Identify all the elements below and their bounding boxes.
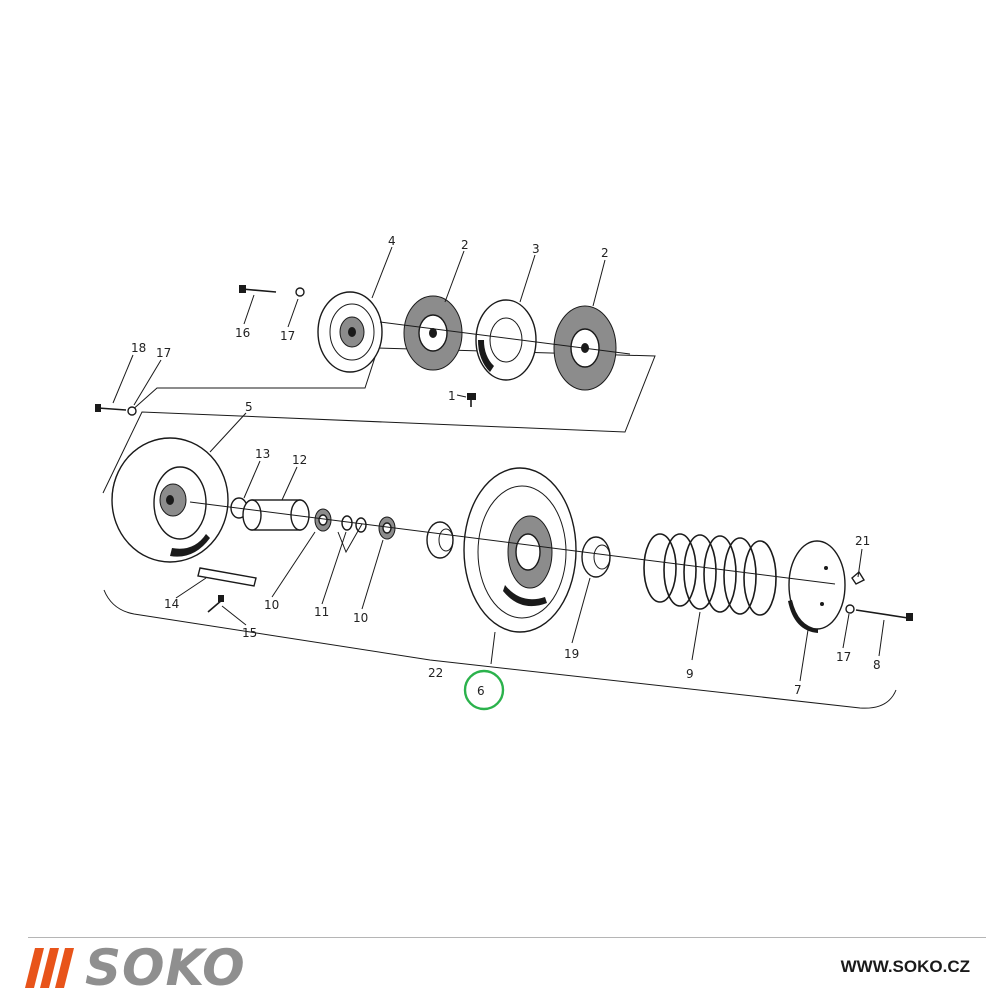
label-part-19: 19 [564, 647, 579, 661]
exploded-parts-diagram: 4 2 3 2 16 17 1 18 17 5 13 12 14 15 10 1… [95, 234, 913, 711]
label-part-4: 4 [388, 234, 396, 248]
part-17-washer-right [845, 604, 855, 614]
label-part-9: 9 [686, 667, 694, 681]
part-16-bolt [239, 285, 277, 293]
label-part-13: 13 [255, 447, 270, 461]
part-2-clutch-disc [403, 295, 463, 371]
part-17-washer-left [127, 406, 137, 416]
label-part-18: 18 [131, 341, 146, 355]
part-14-key [197, 567, 257, 587]
label-part-3: 3 [532, 242, 540, 256]
footer-divider [28, 937, 986, 938]
part-18-bolt [95, 404, 127, 412]
label-part-21: 21 [855, 534, 870, 548]
label-part-17-left: 17 [156, 346, 171, 360]
label-part-5: 5 [245, 400, 253, 414]
part-split-collar [426, 521, 454, 559]
part-12-bushing [242, 499, 310, 531]
part-4-pressure-plate [317, 291, 383, 373]
label-part-22: 22 [428, 666, 443, 680]
part-11-circlip-a [341, 515, 353, 531]
label-part-17: 17 [280, 329, 295, 343]
part-1-pin [467, 393, 476, 407]
label-part-2: 2 [461, 238, 469, 252]
part-3-intermediate-plate [475, 299, 537, 381]
part-10-bearing [314, 508, 332, 532]
logo-stripes-icon [25, 948, 74, 988]
label-part-12: 12 [292, 453, 307, 467]
soko-logo[interactable]: SOKO [25, 939, 246, 997]
part-9-spring [643, 533, 777, 616]
logo-stripe [55, 948, 74, 988]
label-part-10-second: 10 [353, 611, 368, 625]
label-part-7: 7 [794, 683, 802, 697]
label-part-10: 10 [264, 598, 279, 612]
label-part-17-right: 17 [836, 650, 851, 664]
label-part-11: 11 [314, 605, 329, 619]
group-brace-22 [103, 589, 897, 709]
part-21-grease-nipple [851, 570, 866, 585]
part-8-long-bolt [855, 609, 913, 621]
label-part-14: 14 [164, 597, 179, 611]
part-15-screw [207, 595, 224, 613]
label-part-1: 1 [448, 389, 456, 403]
website-link[interactable]: WWW.SOKO.CZ [840, 957, 970, 976]
brand-name: SOKO [85, 939, 246, 997]
part-10-bearing-second [378, 516, 396, 540]
label-part-6: 6 [477, 684, 485, 698]
label-part-8: 8 [873, 658, 881, 672]
leader-lines [112, 246, 885, 682]
part-6-movable-pulley-disc [463, 467, 577, 633]
part-17-washer [295, 287, 305, 297]
part-7-cover-plate [788, 540, 846, 633]
label-part-15: 15 [242, 626, 257, 640]
part-19-collar [581, 536, 611, 578]
label-part-16: 16 [235, 326, 250, 340]
part-labels: 4 2 3 2 16 17 1 18 17 5 13 12 14 15 10 1… [131, 234, 881, 698]
part-5-fixed-pulley-disc [111, 437, 229, 563]
label-part-2-second: 2 [601, 246, 609, 260]
highlight-ring-part-6 [463, 669, 505, 711]
